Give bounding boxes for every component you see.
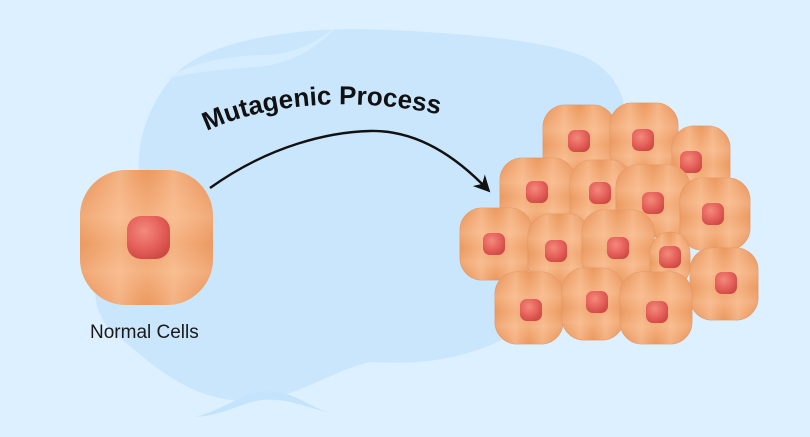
cancer-cell-nucleus [586, 291, 608, 313]
cancer-cell [569, 159, 633, 231]
cancer-cell-cluster [459, 102, 759, 345]
cancer-cell-nucleus [659, 246, 681, 268]
wave-accent-bottom [196, 391, 330, 417]
cancer-cell-nucleus [520, 299, 542, 321]
cancer-cell-nucleus [642, 192, 664, 214]
cancer-cell-nucleus [632, 129, 654, 151]
cancer-cell-nucleus [646, 301, 668, 323]
cancer-cell-nucleus [607, 237, 629, 259]
cancer-cell [619, 271, 693, 345]
cancer-cell-nucleus [702, 203, 724, 225]
cancer-cell-nucleus [589, 182, 611, 204]
cancer-cell-nucleus [483, 233, 505, 255]
cancer-cell-nucleus [526, 181, 548, 203]
cancer-cell [494, 271, 564, 345]
cancer-cell [581, 209, 655, 283]
cancer-cell [689, 247, 759, 321]
cancer-cell [679, 177, 751, 251]
cancer-cell-nucleus [680, 151, 702, 173]
normal-cells-label: Normal Cells [90, 322, 199, 343]
background-blob [95, 29, 626, 401]
cancer-cell-nucleus [545, 240, 567, 262]
normal-cell-nucleus [127, 216, 170, 259]
cancer-cell [459, 207, 533, 281]
normal-cell [80, 170, 213, 305]
cancer-cell-nucleus [568, 130, 590, 152]
cancer-cell [542, 104, 616, 178]
cancer-cell-nucleus [715, 272, 737, 294]
cancer-cell [527, 213, 591, 287]
wave-accent-top [166, 25, 338, 80]
process-arrow [209, 129, 491, 193]
cancer-cell [561, 267, 625, 341]
